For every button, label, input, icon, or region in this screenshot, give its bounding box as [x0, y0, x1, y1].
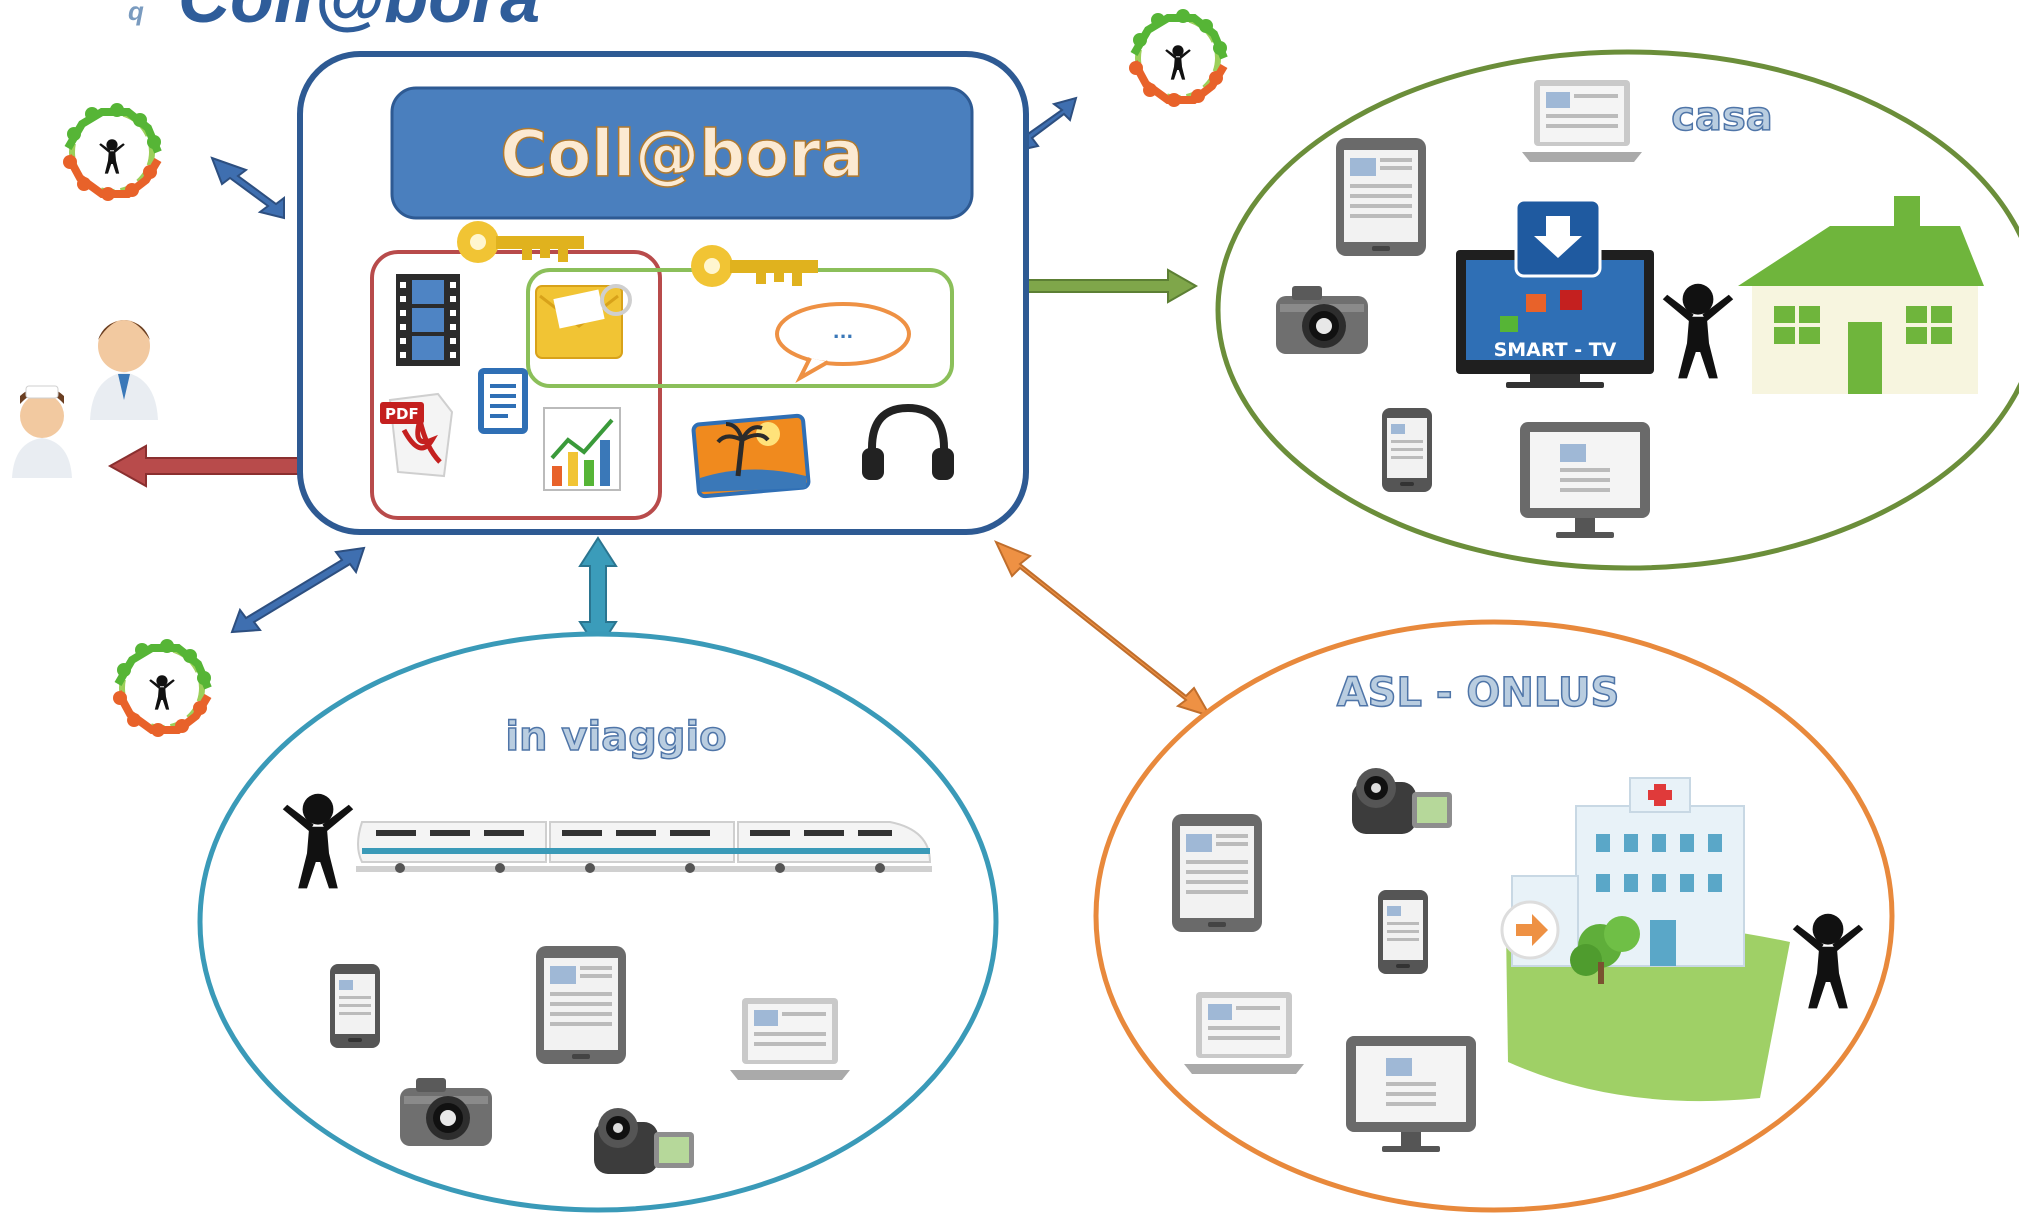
svg-text:casa: casa	[1671, 94, 1773, 140]
headphones-icon	[862, 403, 954, 480]
phone-icon	[1378, 890, 1428, 974]
smart-tv-icon: SMART - TV	[1456, 198, 1654, 388]
collabora-banner	[390, 86, 974, 220]
svg-text:...: ...	[833, 322, 854, 343]
region-home: casa SMART - TV	[1215, 49, 2019, 571]
document-icon	[478, 368, 528, 434]
doctor-icon	[90, 320, 158, 420]
svg-text:in viaggio: in viaggio	[505, 714, 726, 760]
svg-text:Coll@bora: Coll@bora	[500, 118, 863, 192]
camera-icon	[1276, 286, 1368, 354]
svg-text:SMART - TV: SMART - TV	[1494, 339, 1617, 361]
collabora-hub: Coll@bora	[297, 51, 1029, 535]
tablet-icon	[1172, 814, 1262, 932]
phone-icon	[1382, 408, 1432, 492]
house-icon	[1738, 196, 1984, 394]
film-icon	[396, 274, 460, 366]
pdf-icon: PDF	[380, 392, 454, 478]
arrow-asl	[993, 540, 1213, 718]
photo-icon	[691, 413, 811, 499]
arrow-topleft-group	[210, 156, 285, 220]
arrow-bottomleft-group	[230, 546, 366, 634]
train-icon	[356, 821, 932, 873]
camera-icon	[400, 1078, 492, 1146]
svg-text:q: q	[128, 0, 144, 26]
community-group-icon	[1129, 9, 1227, 107]
chart-icon	[543, 407, 621, 491]
phone-icon	[330, 964, 380, 1048]
mail-icon	[535, 284, 632, 359]
svg-text:Coll@bora: Coll@bora	[178, 0, 540, 38]
page-title: q Coll@bora	[128, 0, 540, 38]
tablet-icon	[536, 946, 626, 1064]
hospital-icon	[1500, 777, 1790, 1102]
region-asl-onlus: ASL - ONLUS	[1093, 619, 1895, 1213]
chat-bubble-icon: ...	[775, 302, 911, 384]
svg-text:PDF: PDF	[385, 405, 419, 423]
community-group-icon	[63, 103, 161, 201]
svg-text:ASL - ONLUS: ASL - ONLUS	[1337, 670, 1620, 716]
tablet-icon	[1336, 138, 1426, 256]
region-travel: in viaggio	[197, 631, 999, 1213]
nurse-icon	[12, 385, 72, 478]
community-group-icon	[113, 639, 211, 737]
